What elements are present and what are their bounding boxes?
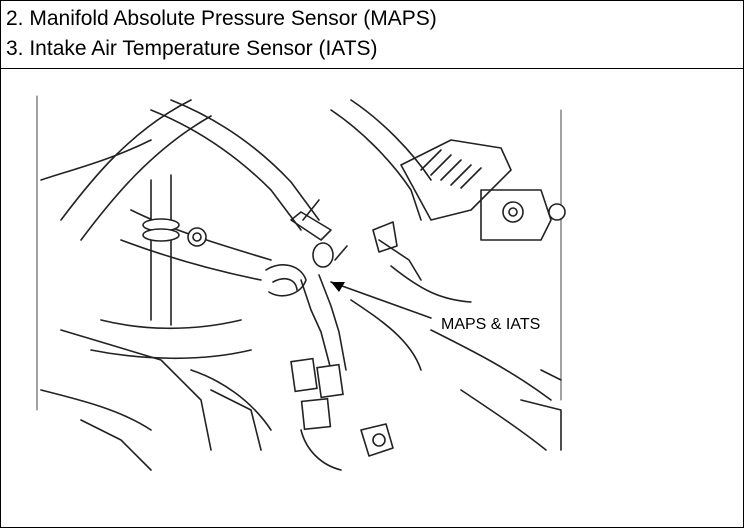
callout-label-maps-iats: MAPS & IATS [441, 316, 541, 333]
engine-line-drawing [36, 95, 566, 471]
caption-line-maps: 2. Manifold Absolute Pressure Sensor (MA… [6, 7, 437, 30]
caption-cell: 2. Manifold Absolute Pressure Sensor (MA… [1, 1, 743, 69]
caption-line-iats: 3. Intake Air Temperature Sensor (IATS) [6, 37, 378, 60]
figure-cell: MAPS & IATS [1, 70, 743, 527]
